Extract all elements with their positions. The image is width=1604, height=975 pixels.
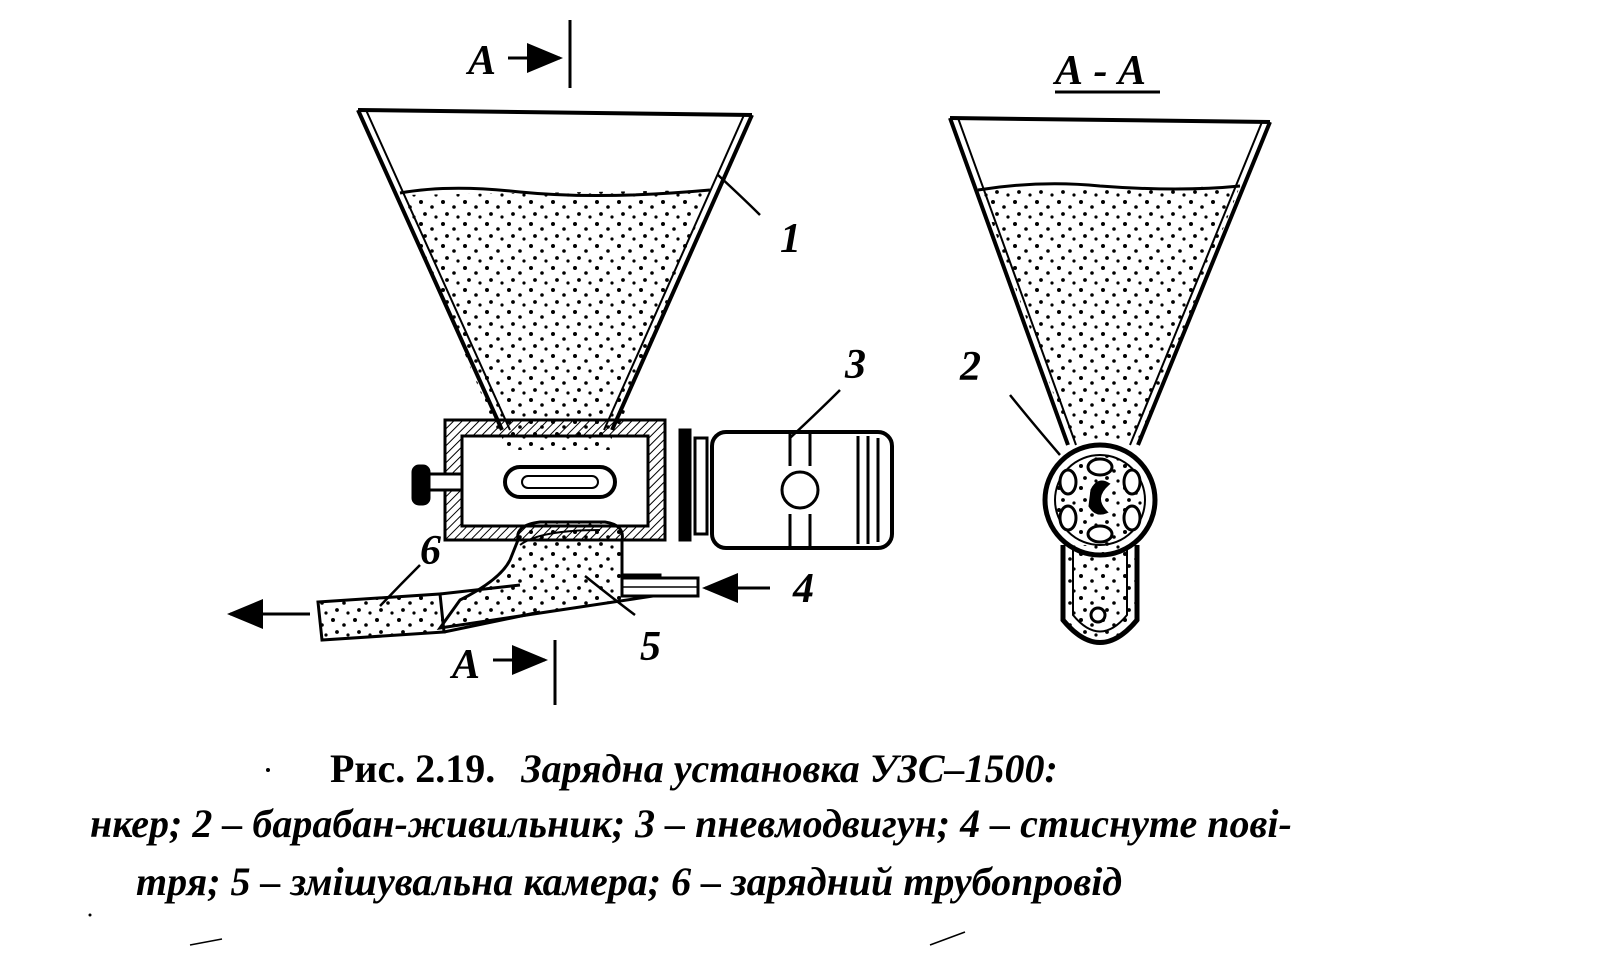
part-2-label: 2 <box>959 344 981 390</box>
part-4-label: 4 <box>792 566 814 612</box>
caption-line-3: тря; 5 – змішувальна камера; 6 – зарядни… <box>136 859 1123 904</box>
leader-1 <box>717 174 761 216</box>
air-inlet-pipe <box>620 576 700 598</box>
part-5-label: 5 <box>640 624 661 670</box>
part-6-label: 6 <box>420 528 441 574</box>
leader-6 <box>379 564 421 607</box>
section-title-label: А - А <box>1052 48 1146 94</box>
mixing-chamber <box>436 520 662 631</box>
figure-title: Зарядна установка УЗС–1500: <box>521 746 1058 791</box>
scan-dot <box>266 768 270 772</box>
hopper <box>356 108 754 445</box>
feeder-housing <box>411 418 667 542</box>
section-marker-top-label: А <box>465 38 496 84</box>
caption-line-2: нкер; 2 – барабан-живильник; 3 – пневмод… <box>90 801 1292 846</box>
leader-3 <box>789 389 841 439</box>
outlet-section <box>1060 545 1140 645</box>
leader-2 <box>1009 394 1061 456</box>
pneumatic-motor <box>678 428 894 550</box>
section-marker-bottom-label: А <box>449 642 480 688</box>
scan-mark <box>929 931 966 946</box>
section-cut-bottom <box>493 640 557 705</box>
section-view <box>948 90 1272 645</box>
main-view <box>227 20 894 705</box>
scan-dot <box>88 913 92 917</box>
leader-5 <box>584 575 636 616</box>
charging-pipeline <box>316 583 541 642</box>
section-cut-top <box>508 20 572 88</box>
caption-title-line: Рис. 2.19. Зарядна установка УЗС–1500: <box>330 745 1058 792</box>
scan-mark <box>189 938 223 946</box>
figure-number: Рис. 2.19. <box>330 746 496 791</box>
part-1-label: 1 <box>780 216 801 262</box>
feeder-drum-section <box>1042 442 1158 558</box>
part-3-label: 3 <box>844 342 866 388</box>
